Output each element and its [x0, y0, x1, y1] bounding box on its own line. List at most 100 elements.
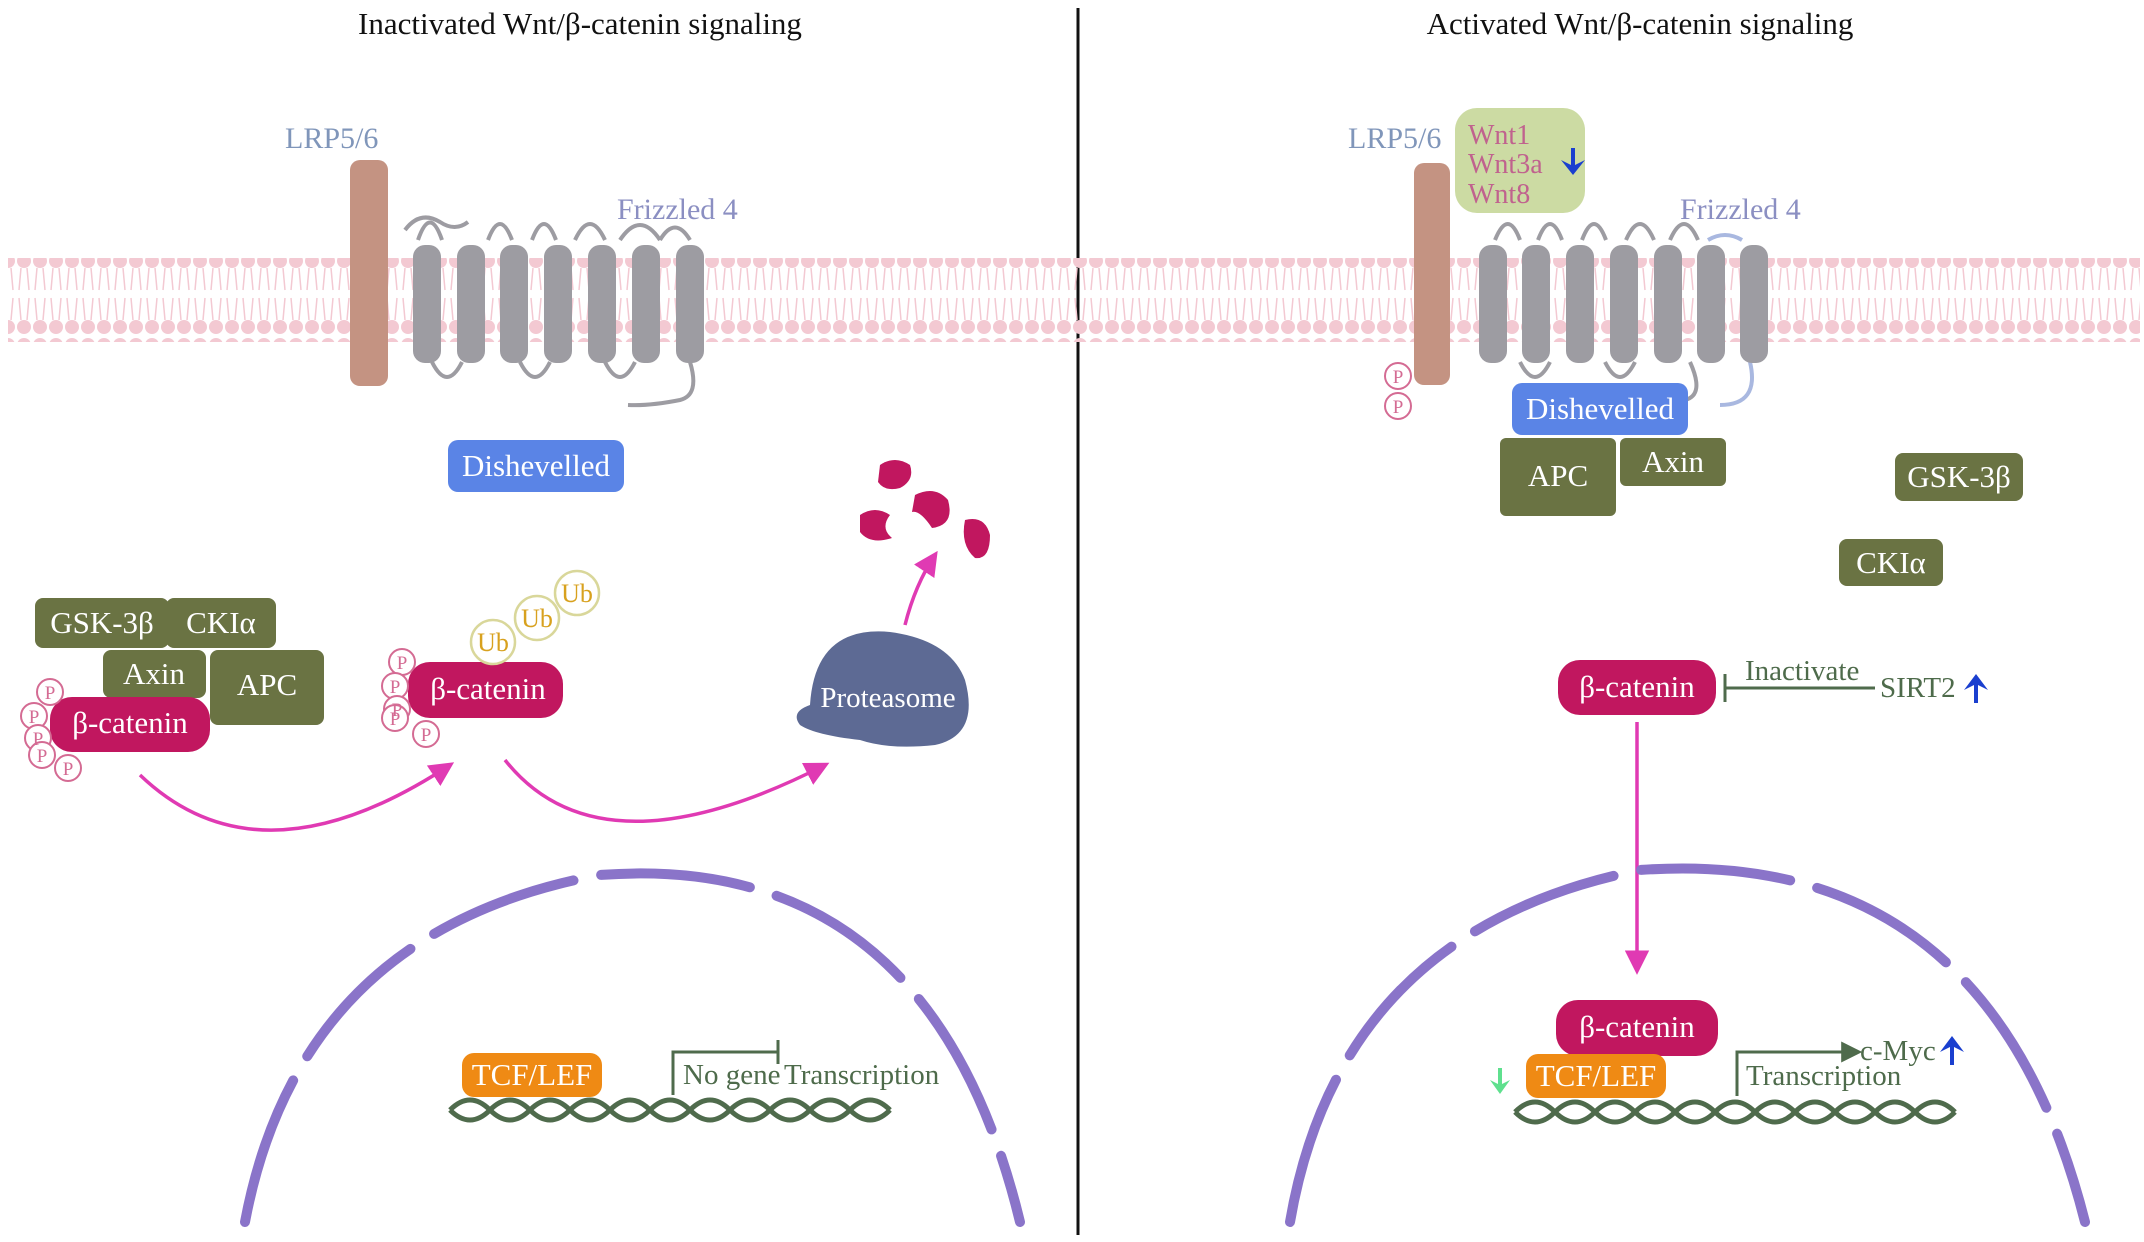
beta-catenin-ub-box — [408, 662, 563, 718]
svg-text:P: P — [45, 683, 56, 704]
gsk-box-right — [1895, 453, 2023, 501]
wnt1-label: Wnt1 — [1468, 120, 1530, 151]
beta-catenin-cyto-box — [1558, 660, 1716, 715]
tcf-box — [462, 1053, 602, 1097]
cki-box-right — [1839, 539, 1943, 586]
dna-strand-a — [448, 1097, 892, 1123]
phospho-group-ub — [381, 648, 440, 748]
beta-catenin-complex-box — [50, 697, 210, 752]
cki-label-right: CKIα — [1856, 545, 1926, 580]
lrp-label: LRP5/6 — [285, 122, 378, 155]
svg-text:P: P — [390, 709, 401, 730]
phospho-group-lrp — [1384, 362, 1412, 420]
tcf-label-right: TCF/LEF — [1536, 1058, 1657, 1093]
sirt2-label: SIRT2 — [1880, 672, 1956, 704]
axin-label: Axin — [123, 656, 186, 691]
dishevelled-label: Dishevelled — [462, 448, 611, 483]
nucleus-envelope-right — [1285, 863, 2090, 1227]
dna-strand-b — [448, 1097, 892, 1123]
nucleus-envelope — [240, 868, 1025, 1227]
axin-box — [103, 650, 206, 698]
transcription-label-left: Transcription — [784, 1059, 940, 1091]
right-panel-title: Activated Wnt/β-catenin signaling — [1427, 6, 1854, 41]
svg-text:Ub: Ub — [561, 579, 593, 608]
dishevelled-box-right — [1512, 383, 1688, 435]
arrow-complex-to-ub — [138, 762, 455, 832]
beta-catenin-nuc-box — [1556, 1000, 1718, 1056]
lrp-receptor — [350, 160, 388, 386]
inhibit-line — [1723, 674, 1875, 702]
wnt3a-label: Wnt3a — [1468, 149, 1543, 180]
svg-text:P: P — [33, 729, 44, 750]
svg-text:P: P — [29, 707, 40, 728]
no-gene-label: No gene — [683, 1059, 780, 1091]
frizzled-helices — [413, 245, 704, 363]
cki-label: CKIα — [186, 605, 256, 640]
lrp-receptor-right — [1414, 163, 1450, 385]
frizzled-receptor-right — [1493, 222, 1754, 407]
apc-label: APC — [237, 667, 297, 702]
svg-text:P: P — [397, 653, 408, 674]
phospho-labels-ub: P P P P P — [390, 653, 432, 746]
tcf-label: TCF/LEF — [472, 1057, 593, 1092]
svg-text:P: P — [390, 677, 401, 698]
frizzled-helices-right — [1479, 245, 1768, 363]
phospho-group-complex — [20, 678, 82, 782]
ubiquitin-labels: Ub Ub Ub — [477, 579, 593, 657]
dna-strand-a-right — [1513, 1099, 1957, 1125]
svg-text:Ub: Ub — [477, 628, 509, 657]
beta-catenin-nuc-label: β-catenin — [1579, 1009, 1695, 1044]
beta-catenin-ub-label: β-catenin — [430, 671, 546, 706]
arrow-down-icon — [1490, 1068, 1510, 1094]
right-panel: LRP5/6 P P Wnt1 Wnt3a Wnt8 — [1285, 108, 2090, 1227]
inactivate-label: Inactivate — [1745, 655, 1859, 687]
arrow-up-icon — [1940, 1036, 1964, 1065]
svg-text:Ub: Ub — [521, 604, 553, 633]
axin-box-right — [1620, 438, 1726, 486]
gsk-box — [35, 598, 169, 648]
svg-text:P: P — [1393, 367, 1404, 388]
svg-text:P: P — [421, 725, 432, 746]
apc-box — [210, 650, 324, 725]
gsk-label: GSK-3β — [50, 605, 154, 640]
arrow-ub-to-proteasome — [503, 758, 830, 823]
svg-text:P: P — [392, 700, 403, 721]
wnt-ligand-box — [1455, 108, 1585, 213]
ubiquitin-chain — [469, 569, 601, 666]
cmyc-label: c-Myc — [1860, 1035, 1936, 1067]
frizzled-receptor — [403, 215, 696, 408]
left-panel: LRP5/6 Frizzled 4 Dishevelled GSK-3β CKI… — [20, 122, 1025, 1227]
dishevelled-label-right: Dishevelled — [1526, 391, 1675, 426]
arrow-proteasome-to-fragments — [903, 550, 938, 626]
left-panel-title: Inactivated Wnt/β-catenin signaling — [358, 6, 802, 41]
dishevelled-box — [448, 440, 624, 492]
blocked-transcription-arrow — [671, 1040, 780, 1095]
svg-text:P: P — [63, 759, 74, 780]
apc-box-right — [1500, 438, 1616, 516]
cki-box — [166, 598, 276, 648]
beta-catenin-complex-label: β-catenin — [72, 705, 188, 740]
degraded-fragments — [860, 460, 990, 559]
tcf-box-right — [1526, 1054, 1666, 1098]
arrow-down-icon — [1561, 148, 1585, 175]
phospho-labels-lrp: P P — [1393, 367, 1404, 418]
proteasome-label: Proteasome — [820, 682, 955, 714]
axin-label-right: Axin — [1642, 444, 1705, 479]
beta-catenin-cyto-label: β-catenin — [1579, 669, 1695, 704]
proteasome-shape — [796, 631, 969, 747]
transcription-label-right: Transcription — [1746, 1060, 1902, 1092]
frizzled-label: Frizzled 4 — [617, 193, 738, 226]
frizzled-label-right: Frizzled 4 — [1680, 193, 1801, 226]
transcription-arrow-right — [1735, 1041, 1863, 1096]
phospho-labels-complex: P P P P P — [29, 683, 74, 780]
arrow-up-icon — [1964, 674, 1988, 703]
lrp-label-right: LRP5/6 — [1348, 122, 1441, 155]
svg-text:P: P — [37, 746, 48, 767]
svg-text:P: P — [1393, 397, 1404, 418]
gsk-label-right: GSK-3β — [1907, 459, 2011, 494]
cell-membrane — [8, 258, 2140, 342]
dna-strand-b-right — [1513, 1099, 1957, 1125]
apc-label-right: APC — [1528, 458, 1588, 493]
wnt8-label: Wnt8 — [1468, 179, 1530, 210]
